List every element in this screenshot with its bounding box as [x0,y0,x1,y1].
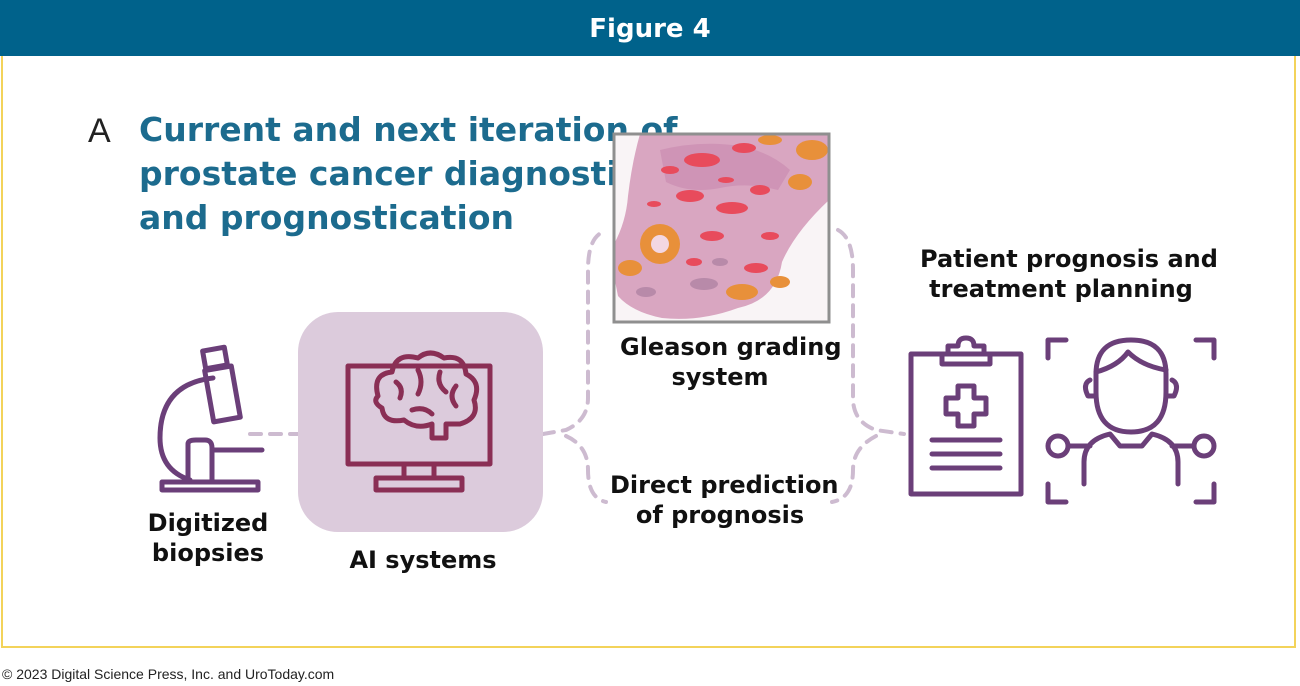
patient-scan-icon [1048,340,1214,502]
label-gleason: Gleason grading system [620,332,820,392]
connector-ai-branch [543,232,603,434]
connector-right-bracket-lower [832,436,876,502]
ai-system-box [298,312,543,532]
histology-image [614,134,829,322]
label-ai-systems: AI systems [338,545,508,575]
copyright-text: © 2023 Digital Science Press, Inc. and U… [2,666,334,682]
connector-right-bracket-upper [838,230,904,434]
clipboard-medical-icon [911,338,1021,494]
label-direct-prediction: Direct prediction of prognosis [610,470,830,530]
label-patient-prognosis: Patient prognosis and treatment planning [920,244,1202,304]
label-digitized-biopsies: Digitized biopsies [140,508,276,568]
connector-ai-lower-branch [566,436,606,502]
microscope-icon [160,347,262,490]
